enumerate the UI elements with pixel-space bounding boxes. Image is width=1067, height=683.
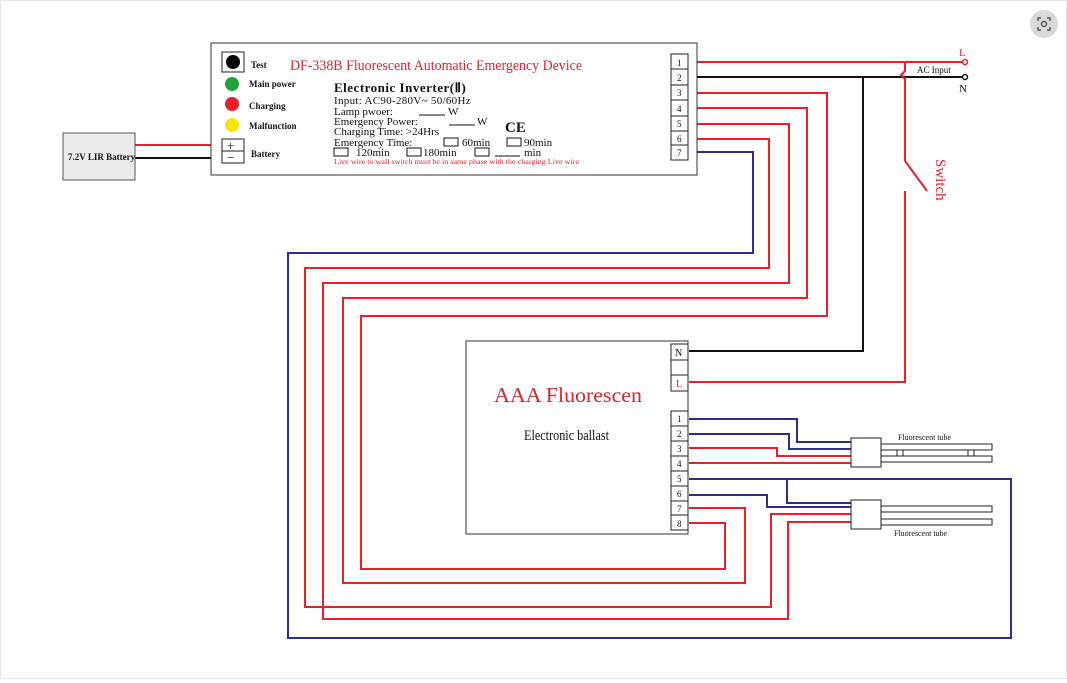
device-lamp-line: Lamp pwoer: (334, 106, 393, 118)
wire-t3 (360, 92, 828, 570)
checkbox-180min (406, 147, 422, 157)
indicator-label-charging: Charging (249, 101, 286, 111)
checkbox-120min (333, 147, 349, 157)
checkbox-60min (443, 137, 459, 147)
ac-input-label: AC Input (917, 65, 951, 75)
indicator-test: Test (221, 51, 267, 73)
opt-custom-min: min (524, 147, 542, 159)
battery-minus-sign: − (227, 150, 234, 165)
inverter-box (210, 42, 698, 176)
battery-plus-sign: + (227, 138, 234, 153)
tube-2-label: Fluorescent tube (894, 529, 948, 538)
opt-180min: 180min (423, 147, 457, 159)
device-input-line: Input: AC90-280V~ 50/60Hz (334, 95, 471, 107)
test-indicator-dot (226, 55, 240, 69)
wire-switch-bottom (689, 191, 906, 383)
ballast-terminal-3: 3 (677, 444, 682, 454)
tube-1-label: Fluorescent tube (898, 433, 952, 442)
device-emergency-time-label: Emergency Time: (334, 137, 412, 149)
inverter-terminal-block: 1 2 3 4 5 6 7 (670, 53, 689, 161)
inverter-battery-label: Battery (251, 149, 280, 159)
device-charging-line: Charging Time: >24Hrs (334, 126, 439, 138)
fluorescent-tube-2: Fluorescent tube (850, 499, 993, 538)
ballast-title: AAA Fluorescen (494, 383, 643, 407)
ballast-terminal-2: 2 (677, 429, 682, 439)
ballast-terminal-5: 5 (677, 474, 682, 484)
wire-b2 (689, 433, 851, 450)
indicator-charging: Charging (225, 97, 286, 111)
ballast-terminal-8: 8 (677, 519, 682, 529)
device-title: DF-338B Fluorescent Automatic Emergency … (290, 58, 582, 74)
inverter-terminal-4: 4 (677, 104, 682, 114)
ballast-terminal-7: 7 (677, 504, 682, 514)
ballast-terminal-6: 6 (677, 489, 682, 499)
indicator-label-test: Test (251, 60, 267, 70)
wire-t7 (287, 151, 1012, 639)
wire-b3 (689, 447, 851, 457)
battery-label: 7.2V LIR Battery (68, 152, 136, 162)
switch-blade (904, 160, 928, 192)
wire-b1 (689, 418, 851, 443)
ballast-terminal-l: L (676, 379, 682, 390)
device-heading: Electronic Inverter(Ⅱ) (334, 80, 466, 95)
device-note: Live wire to wall switch must be in same… (334, 158, 579, 166)
indicator-label-malfunction: Malfunction (249, 121, 297, 131)
opt-120min: 120min (356, 147, 390, 159)
wire-t6 (304, 138, 851, 608)
indicator-main-power: Main power (225, 77, 296, 91)
malfunction-indicator-dot (225, 118, 239, 132)
indicator-label-main-power: Main power (249, 79, 296, 89)
inverter-terminal-7: 7 (677, 148, 682, 158)
inverter-terminal-6: 6 (677, 134, 682, 144)
lens-glyph (1037, 17, 1051, 31)
wire-neutral-ballast (689, 77, 864, 352)
ce-mark: CE (505, 120, 526, 136)
opt-90min: 90min (524, 137, 553, 149)
ballast-box (465, 340, 689, 535)
device-lamp-unit: W (448, 106, 459, 118)
opt-60min: 60min (462, 137, 491, 149)
ballast-terminal-4: 4 (677, 459, 682, 469)
wire-b5-tube (689, 478, 851, 504)
main-power-indicator-dot (225, 77, 239, 91)
battery-box (62, 132, 136, 181)
device-emergency-power-unit: W (477, 116, 488, 128)
wire-b6 (689, 494, 851, 508)
fluorescent-tube-1: Fluorescent tube (850, 433, 993, 468)
inverter-terminal-5: 5 (677, 119, 682, 129)
wires (135, 61, 1012, 639)
checkbox-90min (506, 137, 522, 147)
indicator-malfunction: Malfunction (225, 118, 297, 132)
ballast-terminal-1: 1 (677, 414, 682, 424)
ballast-subtitle: Electronic ballast (524, 428, 610, 444)
ac-live-label: L (959, 47, 966, 59)
wire-t4 (342, 107, 808, 584)
switch-label: Switch (932, 159, 948, 201)
ac-neutral-label: N (959, 83, 967, 95)
ballast-output-terminals: 1 2 3 4 5 6 7 8 (670, 410, 689, 531)
checkbox-custom-min (474, 147, 490, 157)
device-emergency-power-line: Emergency Power: (334, 116, 418, 128)
inverter-battery-terminal: + − Battery (221, 138, 280, 165)
charging-indicator-dot (225, 97, 239, 111)
ballast-power-terminals: N L (670, 343, 689, 392)
inverter-terminal-1: 1 (677, 58, 682, 68)
wire-switch-top (899, 62, 906, 161)
wire-t5 (322, 123, 851, 620)
image-search-icon[interactable] (1030, 10, 1058, 38)
ballast-terminal-n: N (675, 348, 682, 359)
ac-neutral-terminal (961, 73, 969, 81)
inverter-terminal-3: 3 (677, 88, 682, 98)
inverter-terminal-2: 2 (677, 73, 682, 83)
ac-live-terminal (961, 58, 969, 66)
